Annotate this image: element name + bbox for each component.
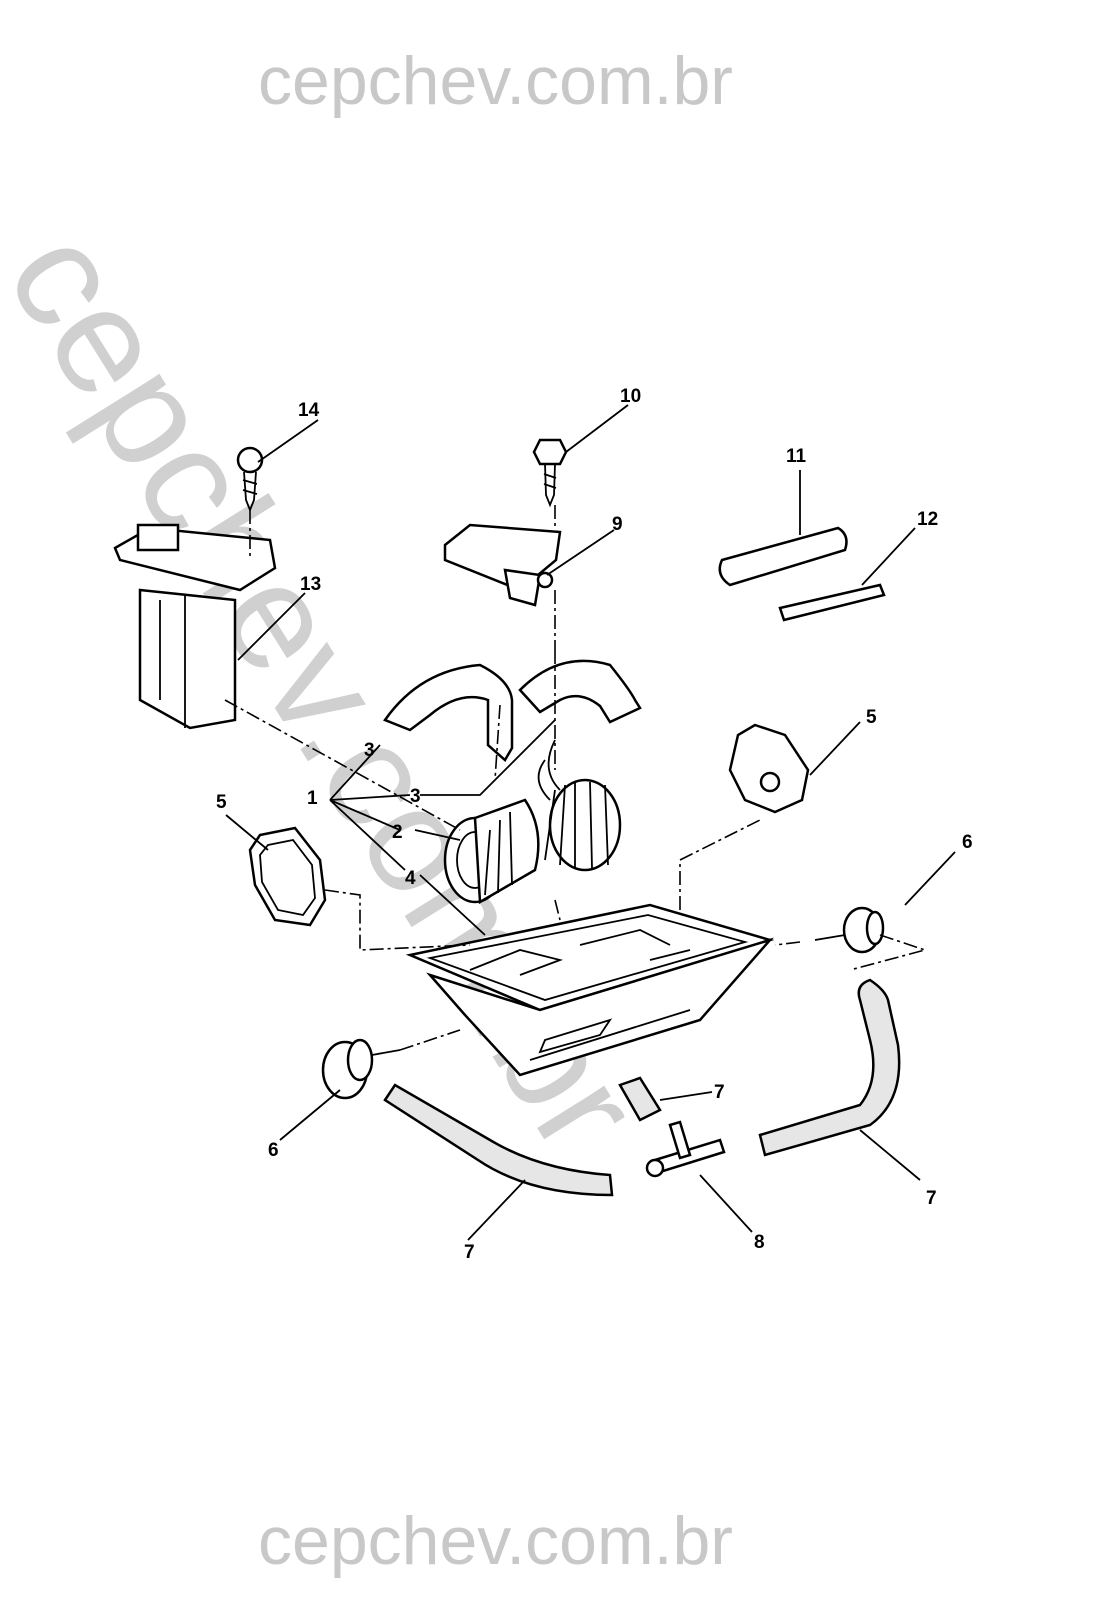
callout-4: 4 — [405, 868, 416, 889]
callout-14: 14 — [298, 400, 320, 421]
leader-lines — [225, 404, 956, 1241]
callout-8: 8 — [754, 1232, 765, 1253]
watermark-bottom: cepchev.com.br — [258, 1503, 733, 1579]
tee-connector-8 — [645, 1120, 726, 1178]
callout-3-lower: 3 — [410, 786, 421, 807]
blower-scroll-covers-3 — [383, 659, 642, 762]
callout-7-left: 7 — [464, 1242, 475, 1263]
blower-housing-4 — [405, 903, 775, 1077]
callout-13: 13 — [300, 574, 321, 595]
callout-3-upper: 3 — [364, 740, 375, 761]
rod-12 — [778, 583, 886, 622]
callout-1: 1 — [307, 788, 318, 809]
vacuum-hose-7-left — [383, 1083, 614, 1197]
foam-tube-11 — [718, 526, 848, 587]
vacuum-actuator-6-left — [321, 1038, 401, 1100]
callout-9: 9 — [612, 514, 623, 535]
vacuum-hose-7-center — [618, 1076, 662, 1122]
watermark-top: cepchev.com.br — [258, 43, 733, 119]
callout-7-center: 7 — [714, 1082, 725, 1103]
blower-resistor-13 — [113, 523, 277, 730]
callout-10: 10 — [620, 386, 641, 407]
filter-gasket-5-left — [248, 826, 327, 927]
callout-7-right: 7 — [926, 1188, 937, 1209]
assembly-lines — [224, 505, 928, 1051]
vacuum-actuator-6-right — [814, 906, 885, 954]
blower-motor-2 — [443, 739, 622, 905]
callout-12: 12 — [917, 509, 938, 530]
callout-2: 2 — [392, 822, 403, 843]
bolt-10 — [532, 438, 568, 508]
callout-5-right: 5 — [866, 707, 877, 728]
vacuum-hose-7-right — [758, 978, 901, 1157]
filter-gasket-5-right — [728, 723, 810, 814]
callout-5-left: 5 — [216, 792, 227, 813]
screw-14 — [236, 446, 264, 513]
callout-6-left: 6 — [268, 1140, 279, 1161]
callout-6-right: 6 — [962, 832, 973, 853]
callout-11: 11 — [786, 446, 807, 467]
mounting-bracket-9 — [443, 523, 562, 607]
